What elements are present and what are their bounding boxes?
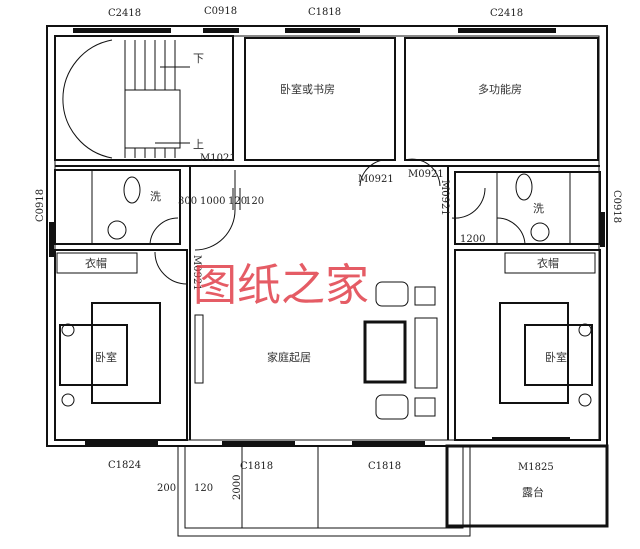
- room-label-bedroom-left: 卧室: [95, 350, 117, 364]
- bed-left: [91, 302, 161, 404]
- door-label: M0921: [439, 180, 450, 216]
- window-top-3: [285, 28, 360, 33]
- window-label: C0918: [35, 189, 46, 222]
- window-label: C2418: [108, 8, 141, 19]
- window-label: C0918: [611, 190, 622, 223]
- window-top-2: [203, 28, 239, 33]
- door-terrace: [492, 437, 570, 441]
- window-label: C1824: [108, 460, 141, 471]
- window-top-4: [458, 28, 556, 33]
- armchair-bottom: [375, 394, 409, 420]
- window-top-1: [73, 28, 171, 33]
- wardrobe-right: [504, 252, 596, 274]
- window-label: C2418: [490, 8, 523, 19]
- dimension-label: 120: [245, 196, 264, 207]
- window-bottom-2: [222, 441, 295, 446]
- room-label-closet-left: 衣帽: [85, 256, 107, 270]
- door-label: M1825: [518, 462, 554, 473]
- fixtures: [56, 173, 596, 420]
- room-label-closet-right: 衣帽: [537, 256, 559, 270]
- watermark: 图纸之家: [193, 260, 369, 311]
- bed-right: [499, 302, 569, 404]
- room-label-bath-right: 洗: [533, 202, 544, 215]
- armchair-top: [375, 281, 409, 307]
- room-label-multi: 多功能房: [478, 82, 522, 96]
- dimension-label: 200: [157, 483, 176, 494]
- dimension-label: 120: [228, 196, 247, 207]
- door-label: M0921: [191, 255, 202, 291]
- dimension-label: 120: [194, 483, 213, 494]
- sink-icon-left: [107, 220, 127, 240]
- dimension-label: 1200: [460, 234, 485, 245]
- room-label-study: 卧室或书房: [280, 82, 335, 96]
- coffee-table: [363, 320, 407, 384]
- door-label: M0921: [358, 174, 394, 185]
- window-bottom-3: [352, 441, 425, 446]
- toilet-icon-left: [123, 176, 141, 204]
- walls: [46, 25, 609, 537]
- stair-up-label: 上: [193, 138, 204, 151]
- toilet-icon-right: [515, 173, 533, 201]
- room-label-living: 家庭起居: [267, 350, 311, 364]
- dimension-label: 1000: [200, 196, 225, 207]
- stair-down-label: 下: [193, 52, 204, 65]
- room-label-bath-left: 洗: [150, 190, 161, 203]
- door-swings: [149, 158, 526, 285]
- sofa: [414, 317, 438, 389]
- window-left: [49, 222, 54, 257]
- staircase: [62, 39, 190, 159]
- room-label-bedroom-right: 卧室: [545, 350, 567, 364]
- room-label-terrace: 露台: [522, 485, 544, 499]
- window-right: [600, 212, 605, 247]
- dimension-label: 2000: [232, 475, 243, 500]
- window-bottom-1: [85, 441, 158, 446]
- window-label: C1818: [240, 461, 273, 472]
- door-label: M0921: [408, 169, 444, 180]
- sink-icon-right: [530, 222, 550, 242]
- dimension-label: 300: [178, 196, 197, 207]
- window-label: C1818: [308, 7, 341, 18]
- windows: [49, 28, 605, 446]
- window-label: C1818: [368, 461, 401, 472]
- door-label: M1021: [200, 153, 236, 164]
- wardrobe-left: [56, 252, 138, 274]
- window-label: C0918: [204, 6, 237, 17]
